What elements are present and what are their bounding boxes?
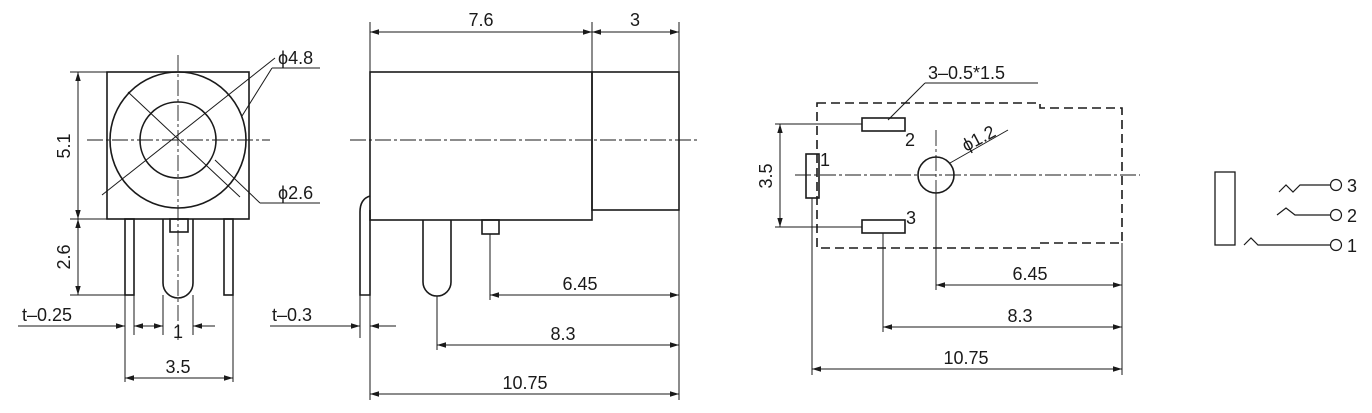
terminal-2 [1329, 208, 1343, 222]
front-diag-a [101, 57, 276, 196]
pin-center [162, 219, 194, 299]
dim-body-length: 7.6 [468, 10, 493, 30]
slot-2 [861, 117, 906, 132]
dim-footprint-total-length: 10.75 [943, 348, 988, 368]
dim-pin-thickness: t–0.25 [22, 305, 72, 325]
dim-side-total-length: 10.75 [502, 373, 547, 393]
side-tab [481, 219, 500, 235]
schematic-pin1: 1 [1347, 236, 1357, 256]
dim-footprint-spacing: 3.5 [756, 163, 776, 188]
dim-inner-diameter: ϕ2.6 [278, 183, 313, 203]
dim-total-width: 3.5 [165, 357, 190, 377]
side-nose [591, 71, 680, 211]
dim-slot-spec: 3–0.5*1.5 [928, 63, 1005, 83]
footprint-pin2: 2 [905, 130, 915, 150]
side-bent-pin [359, 195, 371, 296]
footprint-pin3: 3 [906, 208, 916, 228]
slot-3 [861, 219, 906, 234]
schematic-symbol: 3 2 1 [1214, 171, 1357, 256]
dim-pin-spacing: 1 [173, 322, 183, 342]
footprint-outline [816, 102, 1123, 249]
dim-footprint-offset-small: 6.45 [1012, 264, 1047, 284]
side-view: 7.6 3 t–0.3 6.45 8.3 10.75 [270, 10, 700, 400]
front-view: 5.1 2.6 ϕ4.8 ϕ2.6 t–0.25 1 3.5 [18, 48, 320, 382]
schematic-body [1214, 171, 1236, 246]
dim-side-offset-mid: 8.3 [550, 324, 575, 344]
terminal-1 [1329, 238, 1343, 252]
dim-nose-length: 3 [630, 10, 640, 30]
footprint-view: 2 3 1 3–0.5*1.5 ϕ1.2 3.5 6.45 8.3 10.75 [756, 63, 1140, 375]
terminal-3 [1329, 178, 1343, 192]
dim-height: 5.1 [54, 133, 74, 158]
pin-right [223, 218, 234, 296]
schematic-pin3: 3 [1347, 176, 1357, 196]
dim-hole-diameter: ϕ1.2 [958, 121, 998, 155]
dim-footprint-offset-mid: 8.3 [1007, 306, 1032, 326]
schematic-pin2: 2 [1347, 206, 1357, 226]
side-body [369, 71, 593, 221]
side-round-pin [422, 220, 452, 297]
pin-tab [169, 218, 189, 233]
front-diag-b [127, 91, 241, 198]
dim-pin-length: 2.6 [54, 244, 74, 269]
pin-left [124, 218, 135, 296]
dim-outer-diameter: ϕ4.8 [278, 48, 313, 68]
footprint-pin1: 1 [820, 150, 830, 170]
dim-side-pin-thickness: t–0.3 [272, 305, 312, 325]
dim-side-offset-small: 6.45 [562, 274, 597, 294]
